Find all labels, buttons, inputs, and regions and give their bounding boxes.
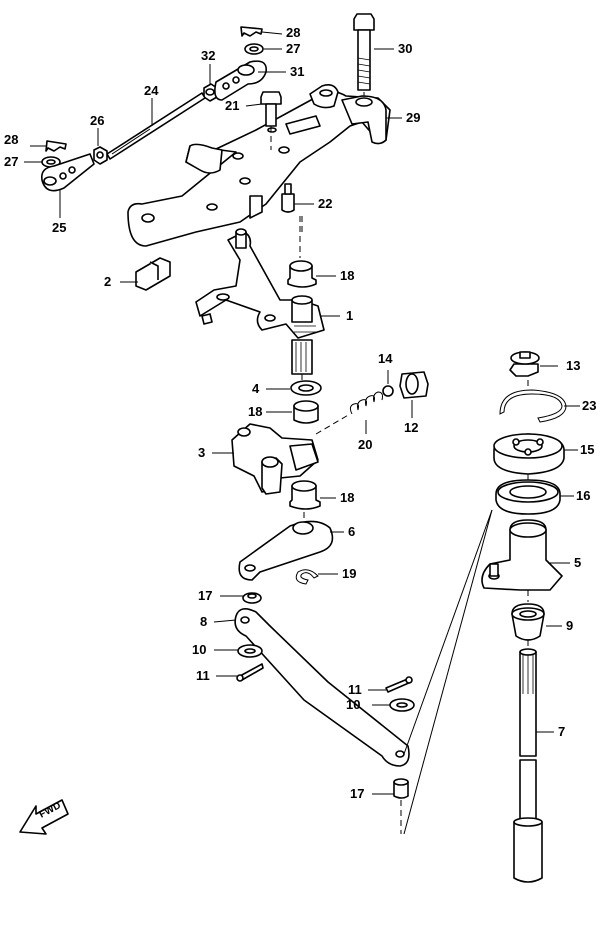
callout-23: 23 <box>582 398 597 413</box>
callout-1: 1 <box>346 308 354 323</box>
callout-29: 29 <box>406 110 421 125</box>
callout-19: 19 <box>342 566 357 581</box>
callout-30: 30 <box>398 41 413 56</box>
part-12-bushing <box>399 371 429 399</box>
callout-22: 22 <box>318 196 333 211</box>
part-18-bushing-lower <box>289 480 321 510</box>
leader-lines <box>24 31 580 795</box>
callout-9: 9 <box>566 618 574 633</box>
part-10-washer-left <box>237 644 263 658</box>
shaft-1-splines <box>294 325 316 372</box>
callout-11-right: 11 <box>348 682 362 697</box>
part-16-oil-seal <box>495 479 561 515</box>
callout-28-left: 28 <box>4 132 19 147</box>
callout-17-bottom: 17 <box>350 786 365 801</box>
callout-31: 31 <box>290 64 305 79</box>
shaft-7-splines <box>522 654 534 694</box>
callout-6: 6 <box>348 524 356 539</box>
part-21-bolt <box>260 91 282 127</box>
guide-v-left <box>403 509 493 755</box>
part-7-shaft <box>513 648 543 883</box>
callout-8: 8 <box>200 614 208 629</box>
callout-24: 24 <box>144 83 159 98</box>
callout-13: 13 <box>566 358 581 373</box>
part-14-ball <box>382 385 394 397</box>
callout-26: 26 <box>90 113 105 128</box>
part-10-washer-right <box>389 698 415 712</box>
callout-16: 16 <box>576 488 591 503</box>
callout-28-top: 28 <box>286 25 301 40</box>
part-11-pin-left <box>236 663 264 682</box>
part-31-ball-joint <box>214 60 267 101</box>
callout-17-top: 17 <box>198 588 213 603</box>
callout-7: 7 <box>558 724 566 739</box>
part-6-lever <box>238 520 334 581</box>
part-19-circlip <box>295 569 319 585</box>
callout-10-left: 10 <box>192 642 207 657</box>
callout-5: 5 <box>574 555 582 570</box>
callout-20: 20 <box>358 437 373 452</box>
part-15-bearing <box>493 433 565 475</box>
part-28-clip-left <box>45 140 67 152</box>
part-30-bolt <box>353 13 375 91</box>
spring-axis <box>315 413 351 435</box>
bolt-30-thread <box>357 57 371 85</box>
part-11-pin-right <box>385 676 413 693</box>
callout-11-left: 11 <box>196 668 210 683</box>
part-18-bushing-middle <box>293 400 319 424</box>
part-18-bushing-top <box>287 260 317 288</box>
part-22-bolt <box>281 183 295 213</box>
part-5-housing <box>481 519 563 591</box>
guide-v-right <box>403 509 493 835</box>
callout-25: 25 <box>52 220 67 235</box>
callout-18-low: 18 <box>340 490 355 505</box>
part-8-long-lever <box>234 608 410 767</box>
rod-24-thread <box>111 128 151 155</box>
fwd-arrow-icon <box>19 799 69 835</box>
part-26-nut <box>93 146 108 165</box>
part-28-clip-top <box>240 26 263 37</box>
callout-10-right: 10 <box>346 697 361 712</box>
callout-15: 15 <box>580 442 595 457</box>
callout-18-mid: 18 <box>248 404 263 419</box>
part-23-snap-ring <box>499 389 567 423</box>
callout-27-left: 27 <box>4 154 19 169</box>
part-3-cam-block <box>231 423 319 495</box>
part-25-ball-joint <box>40 153 95 192</box>
part-2-clip <box>135 257 171 291</box>
callout-14: 14 <box>378 351 393 366</box>
callout-32: 32 <box>201 48 216 63</box>
callout-2: 2 <box>104 274 112 289</box>
part-17-bushing-lower <box>393 778 409 799</box>
part-20-spring <box>349 391 383 415</box>
part-4-washer <box>290 380 322 396</box>
callout-3: 3 <box>198 445 206 460</box>
part-17-bushing-upper <box>242 592 262 604</box>
callout-12: 12 <box>404 420 419 435</box>
part-1-shift-arm <box>195 228 325 375</box>
part-29-bracket <box>127 84 391 247</box>
callout-21: 21 <box>225 98 240 113</box>
part-24-rod <box>106 92 206 160</box>
callout-27-top: 27 <box>286 41 301 56</box>
part-13-plug <box>509 351 540 377</box>
callout-4: 4 <box>252 381 260 396</box>
part-9-bushing <box>511 603 545 641</box>
callout-18-top: 18 <box>340 268 355 283</box>
part-27-washer-top <box>244 43 264 55</box>
